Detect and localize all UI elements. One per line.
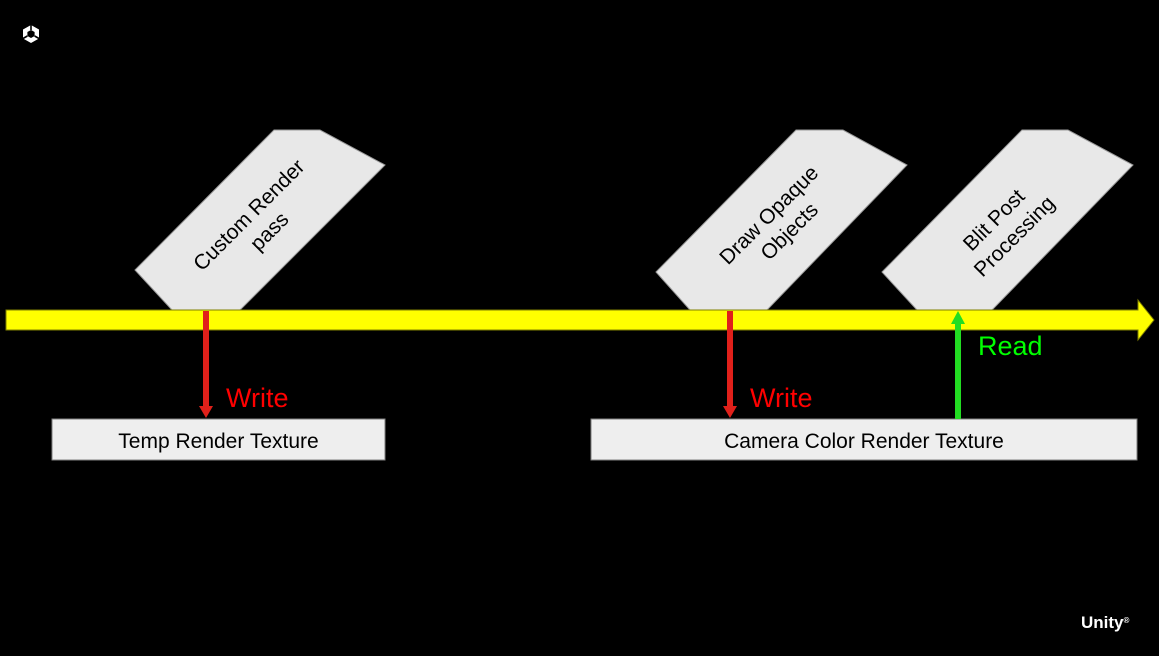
texture-temp-render: Temp Render Texture [51, 418, 386, 461]
texture-label-temp-render: Temp Render Texture [118, 430, 318, 453]
pass-tag-blit-post: Blit Post Processing [881, 129, 1134, 311]
unity-wordmark: Unity® [1081, 613, 1130, 632]
unity-cube-icon [22, 25, 40, 43]
write-label-temp: Write [226, 383, 289, 413]
texture-label-camera-color: Camera Color Render Texture [724, 430, 1004, 453]
write-arrow-temp [199, 311, 213, 418]
read-label-camera: Read [978, 331, 1043, 361]
texture-camera-color: Camera Color Render Texture [590, 418, 1138, 461]
pass-tag-draw-opaque: Draw Opaque Objects [655, 129, 908, 311]
read-arrow-camera [951, 311, 965, 419]
write-arrow-camera [723, 311, 737, 418]
write-label-camera: Write [750, 383, 813, 413]
unity-wordmark-text: Unity [1081, 613, 1124, 632]
pass-tag-custom-render: Custom Render pass [134, 129, 386, 311]
timeline-arrow [5, 298, 1155, 342]
registered-mark: ® [1124, 616, 1130, 625]
